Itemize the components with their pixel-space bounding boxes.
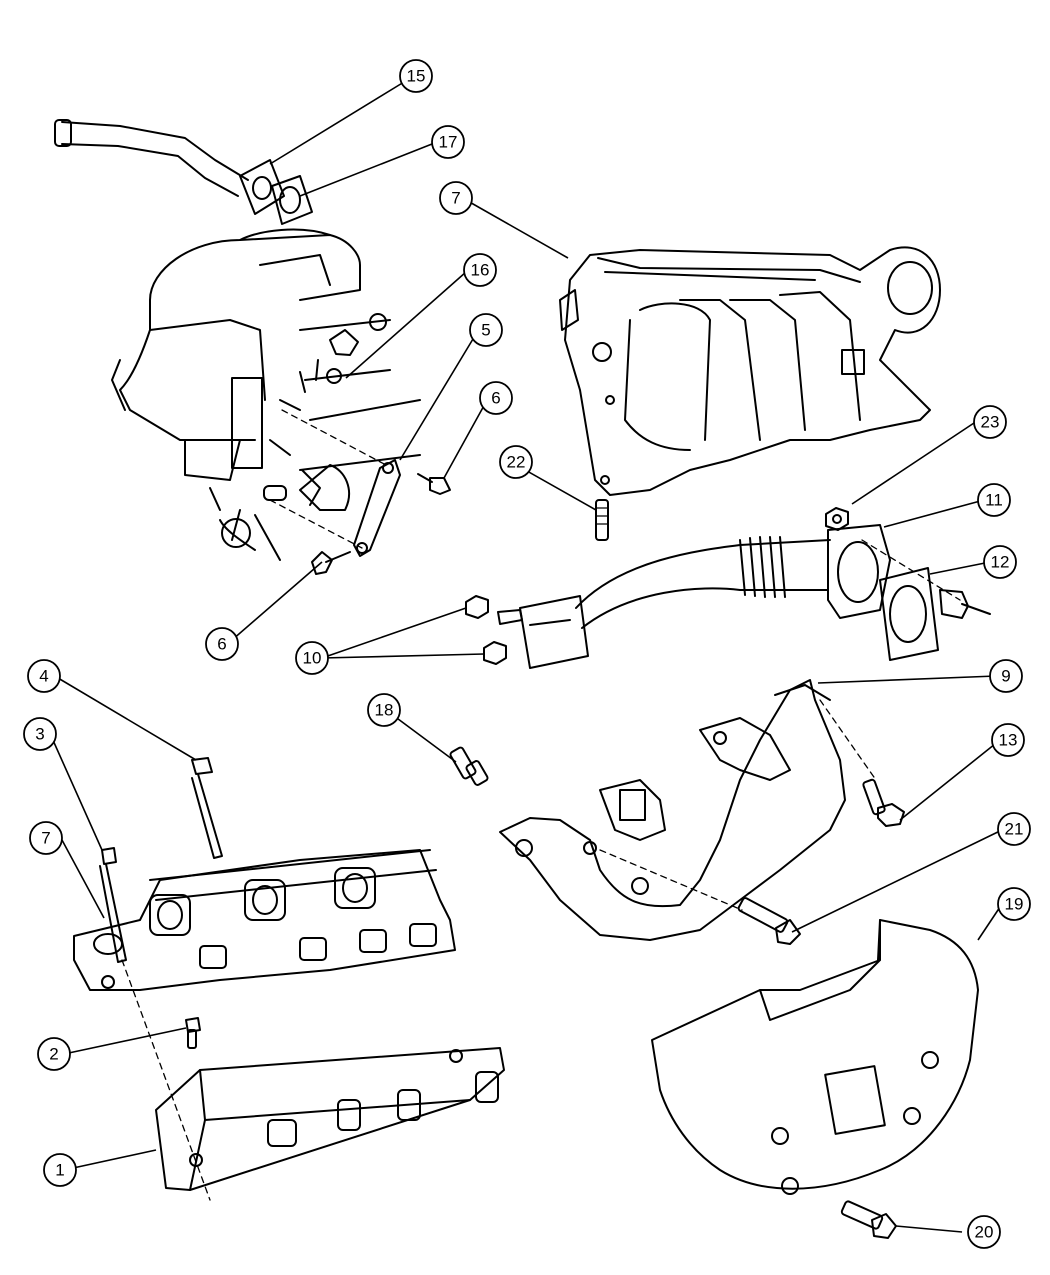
callout-7-lower: 7	[29, 821, 63, 855]
svg-text:6: 6	[217, 635, 226, 654]
heater-tube	[54, 119, 285, 215]
callout-10: 10	[295, 641, 329, 675]
svg-text:6: 6	[491, 389, 500, 408]
tube-gasket	[271, 175, 313, 225]
callout-9: 9	[989, 659, 1023, 693]
bolt-lower	[311, 551, 351, 575]
svg-text:22: 22	[507, 453, 526, 472]
svg-text:7: 7	[451, 189, 460, 208]
callout-3: 3	[23, 717, 57, 751]
svg-text:10: 10	[303, 649, 322, 668]
svg-text:13: 13	[999, 731, 1018, 750]
svg-text:23: 23	[981, 413, 1000, 432]
bolt-right	[819, 699, 905, 827]
exhaust-manifold	[499, 679, 846, 941]
callout-21: 21	[997, 812, 1031, 846]
svg-text:9: 9	[1001, 667, 1010, 686]
callout-22: 22	[499, 445, 533, 479]
svg-text:19: 19	[1005, 895, 1024, 914]
long-bolt	[191, 757, 223, 859]
callout-19: 19	[997, 887, 1031, 921]
lower-intake-manifold	[73, 849, 456, 991]
shield-bolt	[840, 1200, 897, 1239]
callout-18: 18	[367, 693, 401, 727]
callout-13: 13	[991, 723, 1025, 757]
egr-gasket	[861, 539, 991, 661]
nuts	[465, 595, 507, 665]
callout-1: 1	[43, 1153, 77, 1187]
callout-20: 20	[967, 1215, 1001, 1249]
svg-text:15: 15	[407, 67, 426, 86]
svg-text:21: 21	[1005, 820, 1024, 839]
nut-upper	[825, 507, 849, 531]
callout-2: 2	[37, 1037, 71, 1071]
callout-4: 4	[27, 659, 61, 693]
svg-text:4: 4	[39, 667, 48, 686]
svg-text:11: 11	[985, 491, 1003, 510]
svg-text:18: 18	[375, 701, 394, 720]
callout-16: 16	[463, 253, 497, 287]
svg-text:1: 1	[55, 1161, 64, 1180]
svg-text:3: 3	[35, 725, 44, 744]
stud	[449, 746, 489, 786]
svg-text:17: 17	[439, 133, 458, 152]
svg-text:2: 2	[49, 1045, 58, 1064]
svg-text:20: 20	[975, 1223, 994, 1242]
callout-15: 15	[399, 59, 433, 93]
callout-7-upper: 7	[439, 181, 473, 215]
svg-text:7: 7	[41, 829, 50, 848]
callout-12: 12	[983, 545, 1017, 579]
egr-tube	[497, 524, 891, 669]
svg-text:16: 16	[471, 261, 490, 280]
svg-text:12: 12	[991, 553, 1010, 572]
heat-shield	[651, 919, 979, 1195]
bolt-upper	[417, 473, 451, 495]
engine-upper-assembly	[111, 228, 421, 561]
bolt	[99, 847, 211, 1201]
callout-5: 5	[469, 313, 503, 347]
callout-6-lower: 6	[205, 627, 239, 661]
svg-text:5: 5	[481, 321, 490, 340]
small-bolt	[185, 1017, 201, 1049]
callout-23: 23	[973, 405, 1007, 439]
callout-17: 17	[431, 125, 465, 159]
callout-11: 11	[977, 483, 1011, 517]
upper-intake-manifold	[559, 246, 941, 496]
gasket	[155, 1047, 505, 1191]
support-bracket	[269, 409, 401, 557]
leader-lines	[51, 81, 1005, 1233]
manifold-bolt	[599, 849, 801, 945]
callout-6-upper: 6	[479, 381, 513, 415]
stud-upper	[595, 499, 609, 541]
